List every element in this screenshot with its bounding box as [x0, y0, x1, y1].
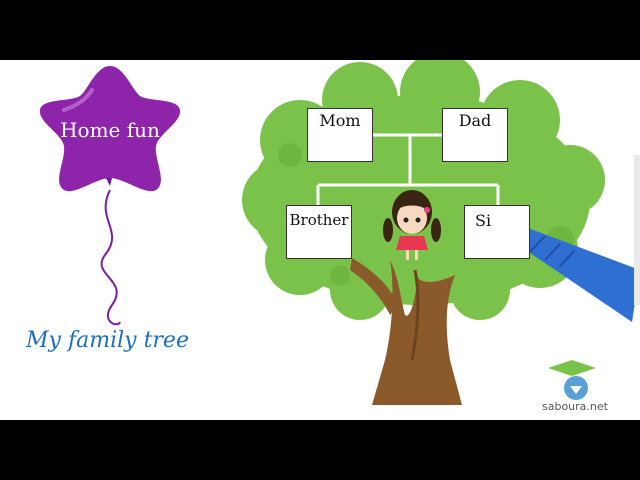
edge-element [634, 155, 640, 305]
logo-text: saboura.net [542, 400, 608, 413]
tree-box-sister: Si [464, 205, 530, 259]
letterbox-top [0, 0, 640, 60]
tree-foliage [242, 60, 605, 320]
balloon-knot [106, 178, 112, 186]
page-caption: My family tree [26, 328, 189, 353]
balloon-label: Home fun [60, 118, 160, 142]
letterbox-bottom [0, 420, 640, 480]
tree-connectors [316, 133, 500, 205]
balloon-highlight [62, 88, 94, 112]
tree-branch-left [350, 258, 398, 315]
tree-box-dad: Dad [442, 108, 508, 162]
trunk-line [410, 269, 420, 361]
girl-character [383, 190, 441, 260]
tree-box-mom: Mom [307, 108, 373, 162]
logo-icon [548, 360, 596, 400]
video-canvas: Home fun My family tree Mom Dad Brother … [0, 60, 640, 420]
balloon-star [39, 66, 181, 192]
balloon-string [100, 189, 121, 326]
tree-box-brother: Brother [286, 205, 352, 259]
